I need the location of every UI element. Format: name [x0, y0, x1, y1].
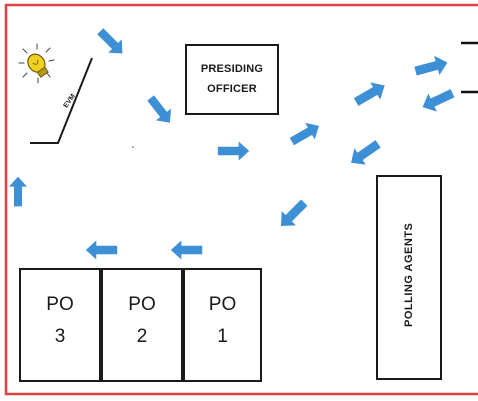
- po-3-label: PO 3: [20, 289, 100, 353]
- po-3-box: [19, 268, 101, 382]
- po-2-label-line1: PO: [128, 294, 156, 315]
- po-3-label-line1: PO: [46, 294, 74, 315]
- po-1-box: [183, 268, 262, 382]
- flow-arrow: [287, 117, 324, 150]
- flow-arrow: [217, 141, 250, 161]
- presiding-officer-box: [185, 44, 279, 115]
- presiding-officer-line1: PRESIDING: [200, 63, 264, 75]
- flow-arrow: [93, 24, 130, 61]
- po-2-label-line2: 2: [136, 326, 148, 347]
- room-border: [4, 3, 478, 396]
- flow-arrow: [345, 135, 384, 171]
- presiding-officer-label: PRESIDING OFFICER: [186, 59, 278, 99]
- flow-arrow: [170, 240, 203, 260]
- polling-agents-label: POLLING AGENTS: [403, 222, 415, 327]
- flow-arrow: [273, 195, 312, 234]
- flow-arrow: [9, 176, 27, 207]
- flow-arrow: [351, 76, 390, 111]
- po-2-label: PO 2: [102, 289, 182, 353]
- po-2-box: [101, 268, 183, 382]
- po-3-label-line2: 3: [54, 326, 66, 347]
- flow-arrow: [85, 240, 118, 260]
- po-1-label-line2: 1: [217, 326, 228, 347]
- flow-arrow: [412, 52, 451, 81]
- evm-compartment-wall: [30, 57, 93, 144]
- light-bulb-icon: [18, 43, 55, 84]
- po-1-label-line1: PO: [208, 294, 237, 315]
- flow-arrow: [143, 92, 178, 129]
- po-1-label: PO 1: [184, 289, 261, 353]
- polling-agents-box: [376, 175, 442, 380]
- flow-arrow: [418, 84, 457, 117]
- presiding-officer-line2: OFFICER: [207, 83, 257, 95]
- small-dot: [132, 146, 134, 148]
